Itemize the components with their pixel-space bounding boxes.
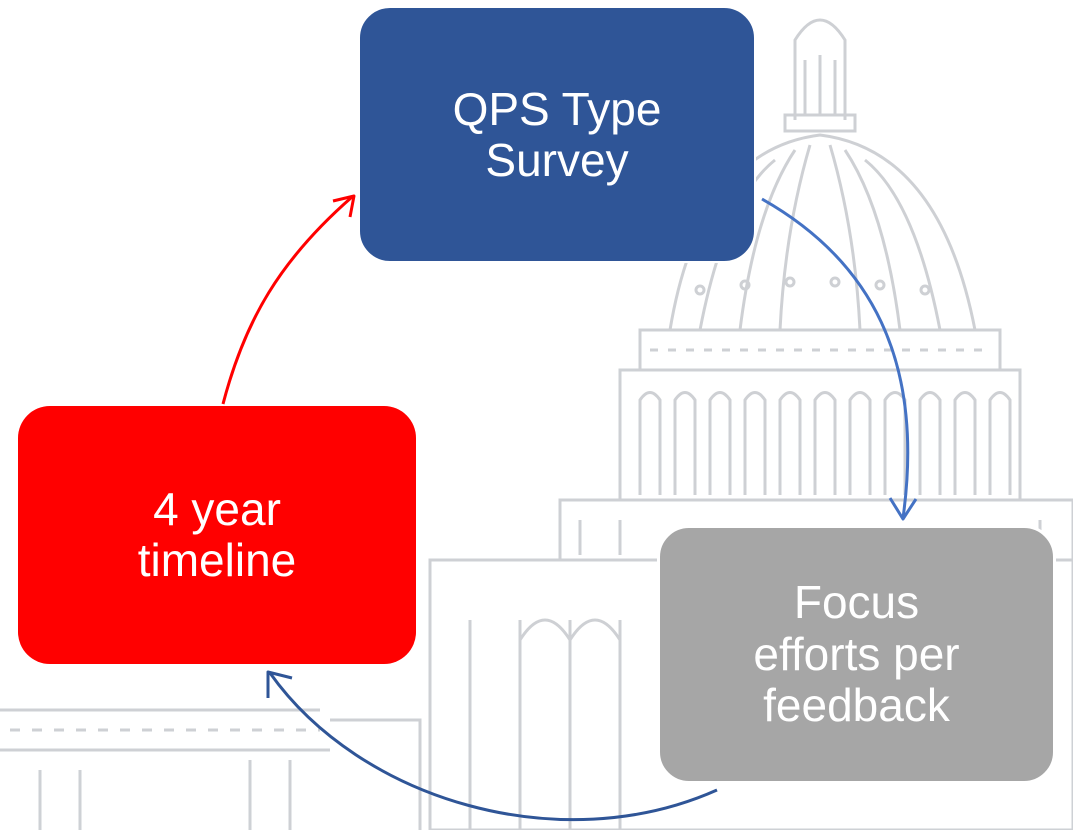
arrow-focus-to-timeline (268, 672, 718, 822)
arrow-timeline-to-survey-head (332, 194, 356, 218)
node-qps-type-survey: QPS Type Survey (358, 6, 756, 263)
arrow-focus-to-timeline-head (266, 670, 293, 698)
arrow-survey-to-focus (761, 197, 910, 519)
node-4-year-timeline: 4 year timeline (18, 406, 416, 664)
arrow-survey-to-focus-head (888, 497, 918, 521)
node-focus-efforts: Focus efforts per feedback (657, 525, 1056, 784)
node-qps-type-survey-label: QPS Type Survey (452, 82, 662, 186)
node-focus-efforts-label: Focus efforts per feedback (753, 575, 960, 732)
node-4-year-timeline-label: 4 year timeline (137, 483, 297, 586)
arrow-timeline-to-survey (221, 195, 353, 405)
